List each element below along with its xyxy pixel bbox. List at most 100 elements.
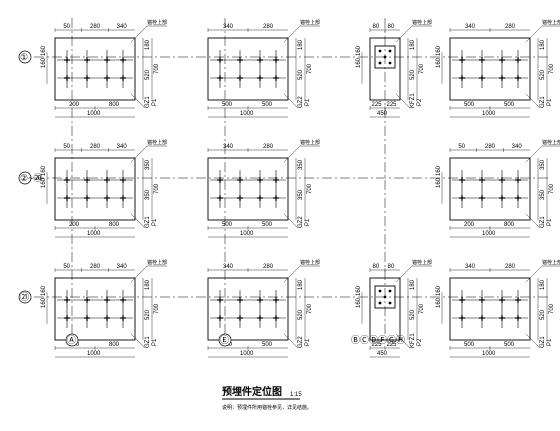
anchor-leader-line <box>283 145 320 163</box>
anchor-callout: 锚栓上部 <box>283 19 320 43</box>
plate-mark: KFZ1 <box>410 333 416 348</box>
top-dimension-value: 340 <box>512 144 523 150</box>
row-axis-bubble: ㉑ <box>18 290 32 304</box>
mark-leader-line <box>395 93 411 109</box>
right-dimension-value: 700 <box>549 63 555 74</box>
left-dimension-value: 160 <box>356 57 362 68</box>
right-dimension-value: 700 <box>307 63 313 74</box>
mark-leader-line <box>283 333 299 349</box>
anchor-bolt <box>378 49 382 53</box>
bottom-dimension-value: 200 <box>69 102 80 108</box>
plate-code: P1 <box>547 338 553 346</box>
plate-outline <box>449 157 531 221</box>
left-dimension-value: 160 <box>436 45 442 56</box>
anchor-callout: 锚栓上部 <box>525 259 560 283</box>
right-dimension-value: 180 <box>540 279 546 290</box>
right-dimension-value: 700 <box>549 303 555 314</box>
right-dimension-value: 700 <box>419 303 425 314</box>
right-dimension-value: 350 <box>145 159 151 170</box>
bottom-dimension-value: 500 <box>464 102 475 108</box>
bottom-dimension-value: 225 <box>387 342 398 348</box>
total-dimension-value: 1000 <box>240 351 254 357</box>
anchor-label: 锚栓上部 <box>300 259 320 266</box>
drawing-note: 说明：预埋件所用锚栓参见，详见结施。 <box>222 404 312 411</box>
mark-leader-line <box>395 333 411 349</box>
left-dimension-value: 160 <box>41 57 47 68</box>
bottom-dimension-value: 200 <box>69 222 80 228</box>
top-dimension-value: 340 <box>117 24 128 30</box>
top-dimension-value: 280 <box>505 24 516 30</box>
bottom-dimension-value: 200 <box>464 222 475 228</box>
left-dimension-value: 160 <box>436 297 442 308</box>
left-dimension-value: 160 <box>356 45 362 56</box>
right-dimension-value: 350 <box>540 189 546 200</box>
top-dimension-value: 280 <box>90 24 101 30</box>
top-dimension-value: 50 <box>63 264 70 270</box>
column-axis-label: Ⓐ <box>67 335 76 345</box>
bottom-dimension-value: 500 <box>504 342 515 348</box>
bottom-dimension-value: 225 <box>372 342 383 348</box>
anchor-base-plate <box>374 285 396 309</box>
anchor-label: 锚栓上部 <box>147 19 167 26</box>
left-dimension-value: 160 <box>41 297 47 308</box>
anchor-label: 锚栓上部 <box>147 259 167 266</box>
drawing-title: 预埋件定位图 <box>222 385 282 398</box>
anchor-callout: 锚栓上部 <box>395 19 432 43</box>
anchor-bolt <box>378 61 382 65</box>
left-dimension-value: 160 <box>41 165 47 176</box>
anchor-leader-line <box>130 145 167 163</box>
column-axis-bubble: Ⓔ <box>218 333 232 347</box>
plate-mark: GZ2 <box>298 216 304 228</box>
anchor-leader-line <box>525 145 560 163</box>
plate-code: P1 <box>152 218 158 226</box>
top-dimension-value: 340 <box>117 144 128 150</box>
anchor-leader-line <box>130 265 167 283</box>
plate-code: P2 <box>417 338 423 346</box>
bottom-dimension-value: 500 <box>464 342 475 348</box>
total-dimension-value: 1000 <box>87 231 101 237</box>
total-dimension-value: 450 <box>377 351 388 357</box>
bottom-dimension-value: 800 <box>109 222 120 228</box>
plate-outline <box>207 37 289 101</box>
right-dimension-value: 180 <box>298 279 304 290</box>
anchor-leader-line <box>525 25 560 43</box>
top-dimension-value: 280 <box>505 264 516 270</box>
top-dimension-value: 340 <box>117 264 128 270</box>
row-axis-bubble: ① <box>18 50 32 64</box>
right-dimension-value: 700 <box>154 303 160 314</box>
top-dimension-value: 340 <box>223 24 234 30</box>
total-dimension-value: 1000 <box>482 231 496 237</box>
anchor-callout: 锚栓上部 <box>283 139 320 163</box>
plate-outline <box>449 277 531 341</box>
plate-code: P1 <box>547 98 553 106</box>
anchor-callout: 锚栓上部 <box>525 139 560 163</box>
mark-leader-line <box>283 93 299 109</box>
mark-leader-line <box>283 213 299 229</box>
total-dimension-value: 1000 <box>240 231 254 237</box>
mark-leader-line <box>130 93 146 109</box>
axis-lines <box>34 18 548 336</box>
bottom-dimension-value: 800 <box>109 102 120 108</box>
drawing-scale: 1:15 <box>290 392 302 398</box>
right-dimension-value: 520 <box>410 69 416 80</box>
row-axis-label: ① <box>20 52 28 62</box>
left-dimension-value: 160 <box>41 45 47 56</box>
total-dimension-value: 1000 <box>240 111 254 117</box>
bottom-dimension-value: 500 <box>262 342 273 348</box>
plate-outline <box>369 277 401 341</box>
column-axis-circle <box>65 333 79 347</box>
mark-leader-line <box>525 333 541 349</box>
right-dimension-value: 520 <box>145 69 151 80</box>
plate-mark: GZ1 <box>145 336 151 348</box>
right-dimension-value: 520 <box>410 309 416 320</box>
